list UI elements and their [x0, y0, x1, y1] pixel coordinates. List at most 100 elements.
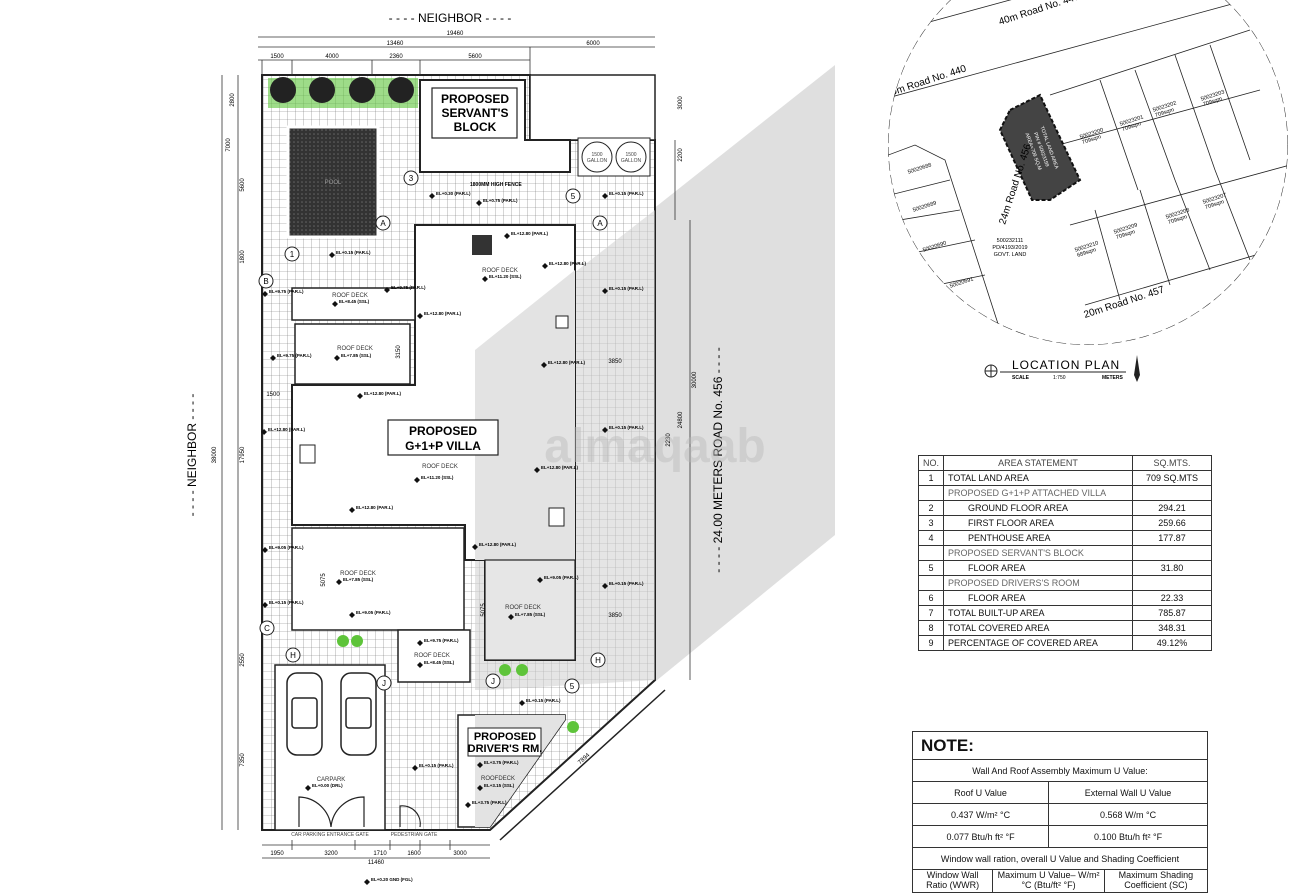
dimension: 1950 — [270, 851, 284, 857]
plot-label: 709sqm — [1115, 229, 1136, 241]
level-marker-icon — [542, 263, 548, 269]
grid-marker-label: C — [264, 624, 270, 633]
level-tag: EL+11.20 (SSL) — [482, 274, 522, 282]
area-cell-no: 2 — [917, 500, 945, 516]
level-text: EL+0.15 (PAR.L) — [609, 286, 644, 291]
area-cell-no: 7 — [917, 605, 945, 621]
svg-text:ROOF DECK: ROOF DECK — [414, 653, 450, 659]
level-marker-icon — [602, 193, 608, 199]
level-tag: EL+8.45 (SSL) — [417, 660, 455, 668]
level-text: EL+12.80 (PAR.L) — [549, 261, 587, 266]
level-tag: EL+7.85 (SSL) — [334, 353, 372, 361]
svg-text:500232111: 500232111 — [997, 238, 1024, 244]
scale-units: METERS — [1102, 375, 1124, 381]
svg-text:PROPOSED: PROPOSED — [409, 424, 477, 438]
svg-text:GALLON: GALLON — [587, 158, 608, 164]
plot-label: 50020688 — [907, 162, 932, 175]
plot-label: 689sqm — [1076, 247, 1097, 259]
level-text: EL+0.15 (PAR.L) — [419, 763, 454, 768]
svg-text:ROOF DECK: ROOF DECK — [340, 571, 376, 577]
level-marker-icon — [261, 429, 267, 435]
area-cell-no — [917, 545, 945, 561]
dimension: 19460 — [447, 31, 464, 37]
svg-text:ROOF DECK: ROOF DECK — [505, 605, 541, 611]
wall-imp: 0.100 Btu/h ft² °F — [1048, 825, 1208, 848]
subject-site — [998, 93, 1082, 201]
area-cell-value — [1132, 575, 1212, 591]
level-marker-icon — [602, 288, 608, 294]
room-labels: CARPARK ROOF DECK ROOF DECK ROOF DECK RO… — [317, 268, 541, 783]
level-text: EL+0.15 (PAR.L) — [526, 698, 561, 703]
level-marker-icon — [349, 507, 355, 513]
level-tag: EL+0.20 GND (FGL) — [364, 877, 413, 885]
area-cell-no: 3 — [917, 515, 945, 531]
level-marker-icon — [384, 287, 390, 293]
roof-si: 0.437 W/m² °C — [911, 803, 1050, 826]
area-row: PROPOSED G+1+P ATTACHED VILLA — [917, 485, 1212, 501]
grid-marker — [258, 273, 274, 289]
dimension: 5600 — [468, 54, 482, 60]
level-text: EL+9.75 (PAR.L) — [277, 353, 312, 358]
plot-label: 709sqm — [1204, 199, 1225, 211]
area-cell-label: FIRST FLOOR AREA — [943, 515, 1133, 531]
svg-text:BLOCK: BLOCK — [454, 120, 497, 134]
grid-marker — [592, 215, 608, 231]
svg-text:ROOF DECK: ROOF DECK — [422, 464, 458, 470]
villa-label: PROPOSED G+1+P VILLA — [405, 424, 481, 453]
svg-text:1500: 1500 — [625, 152, 636, 158]
svg-text:PEDESTRIAN GATE: PEDESTRIAN GATE — [391, 832, 438, 838]
level-tag: EL+12.80 (PAR.L) — [349, 505, 394, 513]
plot-label: 50020690 — [922, 240, 947, 253]
level-marker-icon — [417, 662, 423, 668]
dimension: 2230 — [666, 433, 672, 447]
level-tag: EL+12.80 (PAR.L) — [417, 311, 462, 319]
roof-deck-1 — [291, 287, 416, 321]
road-name: 40m Road No. 440 — [998, 0, 1082, 28]
level-tag: EL+9.75 (PAR.L) — [384, 285, 426, 293]
level-text: EL+12.80 (PAR.L) — [511, 231, 549, 236]
plot-label: 709sqm — [1121, 121, 1142, 133]
level-text: EL+12.80 (PAR.L) — [356, 505, 394, 510]
water-tanks — [577, 137, 651, 177]
level-tag: EL+0.15 (PAR.L) — [262, 600, 304, 608]
level-tag: EL+9.05 (PAR.L) — [349, 610, 391, 618]
road-label: - - - - 24.00 METERS ROAD No. 456 - - - … — [711, 347, 725, 572]
dimension: 3000 — [453, 851, 467, 857]
area-cell-label: PENTHOUSE AREA — [943, 530, 1133, 546]
plot-label: 50020691 — [949, 276, 974, 289]
grid-marker-label: 3 — [409, 174, 414, 183]
area-cell-label: FLOOR AREA — [943, 560, 1133, 576]
level-tag: EL+12.80 (PAR.L) — [261, 427, 306, 435]
svg-text:CAR PARKING ENTRANCE GATE: CAR PARKING ENTRANCE GATE — [291, 832, 369, 838]
area-cell-value: 709 SQ.MTS — [1132, 470, 1212, 486]
area-cell-label: PROPOSED G+1+P ATTACHED VILLA — [943, 485, 1133, 501]
level-marker-icon — [414, 477, 420, 483]
swimming-pool — [286, 125, 380, 239]
grid-marker-label: H — [595, 656, 601, 665]
level-text: EL+7.85 (SSL) — [343, 577, 374, 582]
window-title: Window wall ration, overall U Value and … — [912, 847, 1208, 870]
level-tag: EL+0.15 (PAR.L) — [519, 698, 561, 706]
level-text: EL+12.80 (PAR.L) — [479, 542, 517, 547]
dimension: 2360 — [389, 54, 403, 60]
level-tag: EL+9.05 (PAR.L) — [537, 575, 579, 583]
level-text: EL+8.45 (SSL) — [339, 299, 370, 304]
area-cell-no — [917, 485, 945, 501]
level-marker-icon — [482, 276, 488, 282]
dimension: 2200 — [678, 148, 684, 162]
dimension: 24800 — [678, 411, 684, 428]
level-text: EL+9.05 (PAR.L) — [269, 545, 304, 550]
level-text: EL+9.75 (PAR.L) — [424, 638, 459, 643]
level-marker-icon — [472, 544, 478, 550]
level-marker-icon — [332, 301, 338, 307]
dimension: 1800 — [240, 250, 246, 264]
level-text: EL+9.05 (PAR.L) — [544, 575, 579, 580]
level-marker-icon — [477, 785, 483, 791]
level-marker-icon — [262, 547, 268, 553]
level-tag: EL+12.80 (PAR.L) — [472, 542, 517, 550]
plot-label: 709sqm — [1154, 107, 1175, 119]
level-marker-icon — [602, 583, 608, 589]
grid-marker-label: J — [491, 677, 495, 686]
